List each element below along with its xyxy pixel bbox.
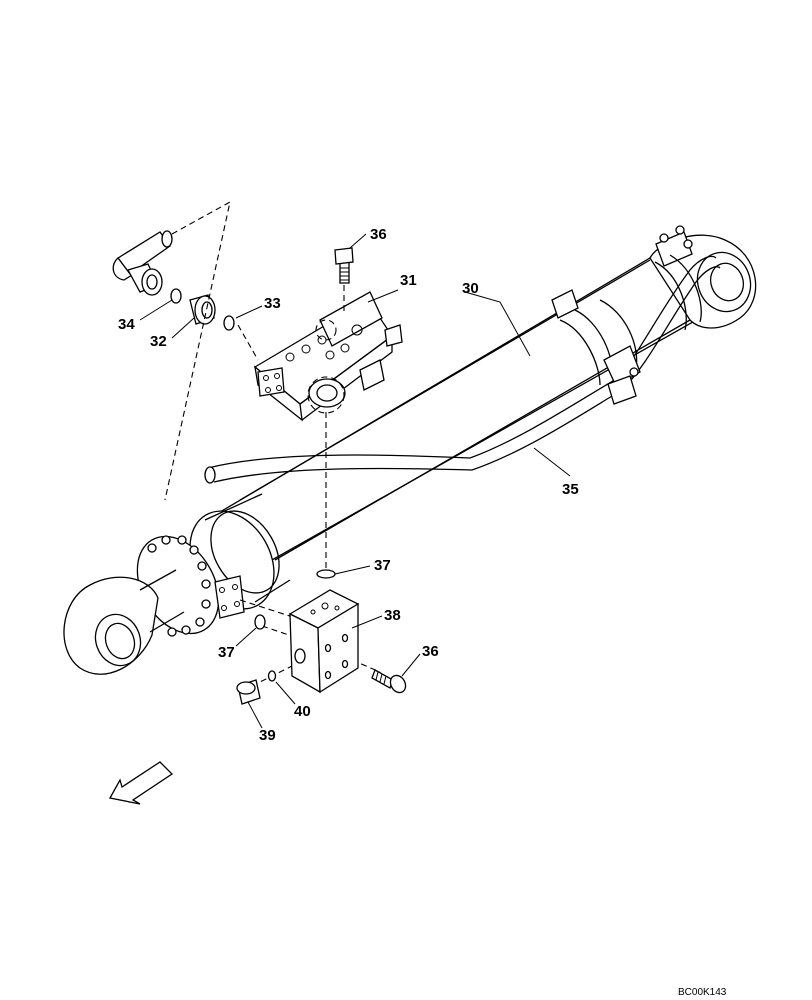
callout-37-lower: 37 [218, 644, 235, 661]
o-ring-34 [170, 288, 182, 304]
o-ring-40 [267, 670, 277, 682]
o-ring-37-upper [316, 569, 336, 579]
flange-bolts [147, 535, 211, 637]
callout-32: 32 [150, 333, 167, 350]
callouts: 30 31 32 33 34 35 36 36 37 37 38 39 40 [118, 226, 579, 744]
callout-33: 33 [264, 295, 281, 312]
callout-39: 39 [259, 727, 276, 744]
callout-35: 35 [562, 481, 579, 498]
cylinder-assembly [63, 225, 757, 675]
drawing-code: BC00K143 [678, 987, 727, 998]
callout-36-lower: 36 [422, 643, 439, 660]
valve-block [253, 291, 403, 422]
pipe [204, 255, 721, 484]
elbow-fitting [112, 230, 173, 296]
callout-36-upper: 36 [370, 226, 387, 243]
bolt-upper [334, 247, 354, 284]
callout-34: 34 [118, 316, 135, 333]
adapter-32 [189, 294, 216, 325]
o-ring-33 [223, 315, 235, 331]
callout-40: 40 [294, 703, 311, 720]
leader-lines [139, 233, 571, 729]
bolt-lower [371, 669, 407, 694]
direction-arrow-icon [108, 761, 174, 805]
block-38 [288, 589, 360, 694]
callout-38: 38 [384, 607, 401, 624]
callout-37-upper: 37 [374, 557, 391, 574]
callout-31: 31 [400, 272, 417, 289]
callout-30: 30 [462, 280, 479, 297]
o-ring-37-lower [254, 614, 266, 630]
plug-39 [236, 679, 261, 705]
